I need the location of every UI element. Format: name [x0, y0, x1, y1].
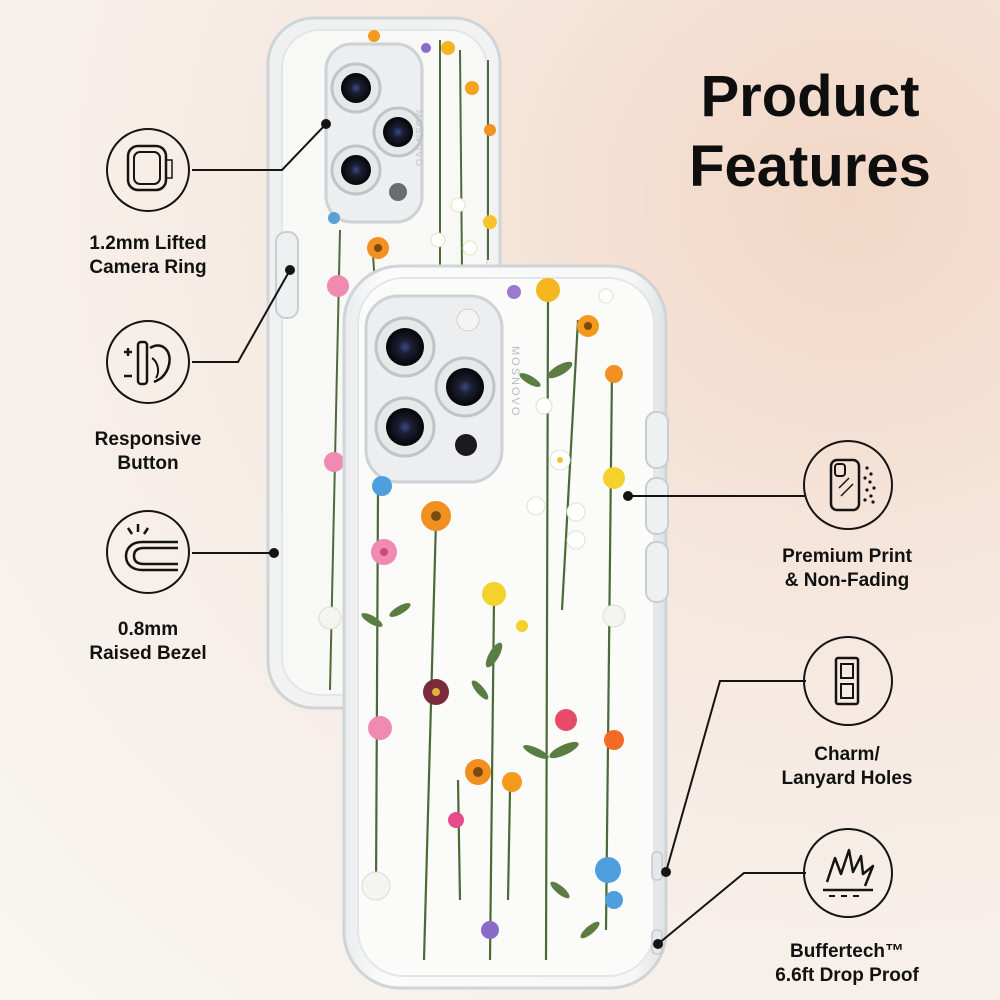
- lanyard-callout-line: [665, 680, 806, 873]
- lanyard-label: Charm/ Lanyard Holes: [781, 744, 913, 789]
- button-press-icon: [106, 320, 190, 404]
- raised-bezel-icon: [106, 510, 190, 594]
- lanyard-holes-icon: [803, 636, 893, 726]
- title-line-1: Product: [700, 64, 920, 129]
- bezel-label: 0.8mm Raised Bezel: [89, 619, 207, 664]
- camera-ring-icon: [106, 128, 190, 212]
- print-label: Premium Print & Non-Fading: [782, 546, 912, 591]
- drop-label: Buffertech™ 6.6ft Drop Proof: [775, 941, 919, 986]
- camera-ring-callout-line: [192, 123, 327, 171]
- camera-ring-label: 1.2mm Lifted Camera Ring: [89, 233, 207, 278]
- button-label: Responsive Button: [94, 429, 202, 474]
- drop-shock-icon: [803, 828, 893, 918]
- drop-callout-line: [657, 872, 806, 945]
- front-brand-mark: MOSNOVO: [509, 346, 521, 417]
- title-line-2: Features: [689, 134, 931, 199]
- page-title: Product Features: [660, 62, 960, 202]
- front-phone-case: MOSNOVO: [342, 264, 669, 990]
- rear-brand-mark: MOSNOVO: [414, 110, 424, 168]
- phone-print-icon: [803, 440, 893, 530]
- button-callout-line: [192, 269, 291, 363]
